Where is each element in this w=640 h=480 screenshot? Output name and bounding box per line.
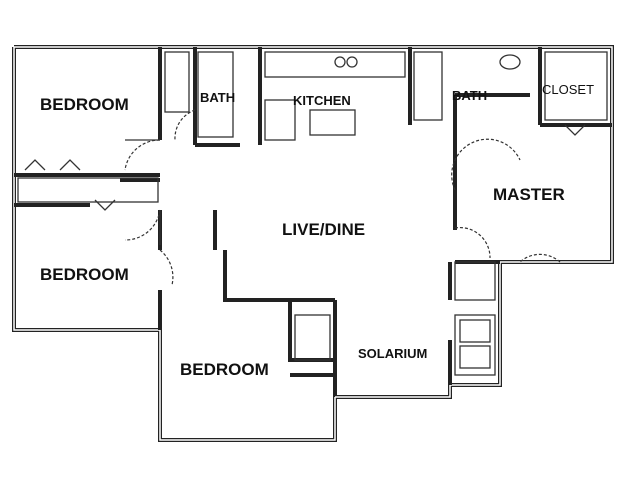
room-label-bedroom: BEDROOM (180, 360, 269, 379)
room-label-master: MASTER (493, 185, 565, 204)
room-label-kitchen: KITCHEN (293, 93, 351, 108)
room-label-master-bath: BATH (452, 88, 488, 103)
room-label-bath: BATH (200, 90, 236, 105)
room-label-closet: CLOSET (542, 82, 595, 97)
door-swings (124, 109, 561, 286)
exterior-walls (12, 45, 614, 442)
fixtures (17, 51, 608, 376)
room-label-live-dine: LIVE/DINE (282, 220, 366, 239)
room-label-bedroom: BEDROOM (40, 95, 129, 114)
room-label-bedroom: BEDROOM (40, 265, 129, 284)
room-label-solarium: SOLARIUM (358, 346, 428, 361)
